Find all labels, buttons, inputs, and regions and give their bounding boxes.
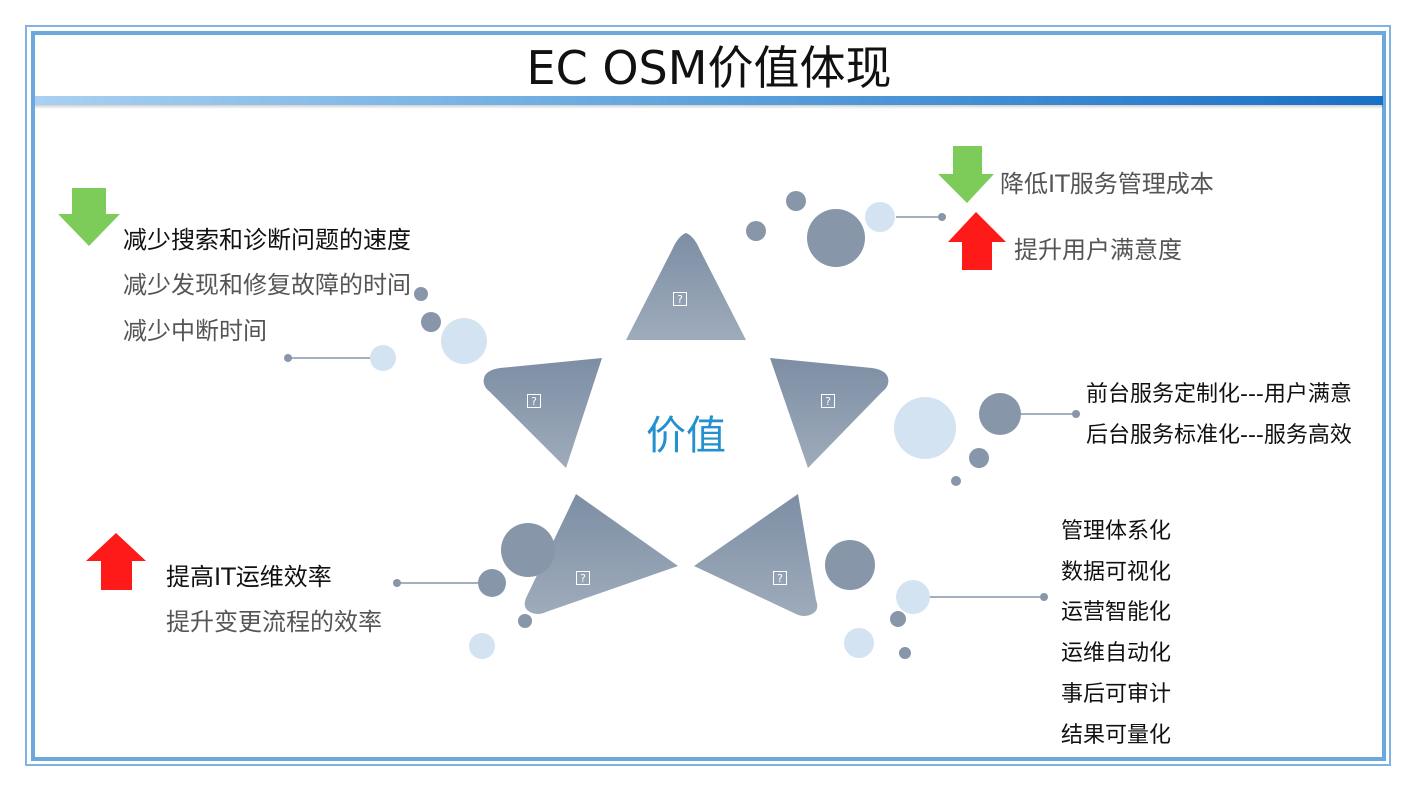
bubble (518, 614, 532, 628)
center-value-label: 价值 (646, 413, 726, 459)
star-piece-bottom-right-icon: ? (773, 571, 787, 585)
inner-frame (31, 31, 1386, 761)
bubble (894, 397, 956, 459)
bubble (899, 647, 911, 659)
star-piece-left (483, 358, 602, 468)
star-piece-top (626, 233, 746, 340)
bubble (746, 221, 766, 241)
bubble (370, 345, 396, 371)
connector-dot-bottom-left (393, 579, 401, 587)
title-underline-bar (35, 96, 1383, 105)
bubble (421, 312, 441, 332)
star-piece-bottom-left (524, 494, 678, 614)
connector-dot-top-left (284, 354, 292, 362)
bubble (844, 628, 874, 658)
star-piece-bottom-left-icon: ? (576, 571, 590, 585)
down-arrow-icon (58, 188, 120, 246)
bubble (441, 318, 487, 364)
bubble (951, 476, 961, 486)
star-piece-bottom-right (694, 494, 818, 616)
bottom-right-item: 结果可量化 (1061, 723, 1172, 748)
bubble (896, 580, 930, 614)
bottom-right-item: 事后可审计 (1061, 682, 1172, 707)
connector-dot-top-right (938, 213, 946, 221)
star-piece-right (770, 358, 889, 468)
star-piece-top-icon: ? (673, 292, 687, 306)
top-left-line-1: 减少搜索和诊断问题的速度 (123, 226, 411, 254)
bubble (786, 191, 806, 211)
page-title: EC OSM价值体现 (526, 41, 892, 95)
connector-dot-right (1072, 410, 1080, 418)
top-left-line-3: 减少中断时间 (123, 317, 267, 345)
bubble (825, 540, 875, 590)
bottom-right-item: 数据可视化 (1061, 560, 1172, 585)
top-left-line-2: 减少发现和修复故障的时间 (123, 271, 411, 299)
bubble (890, 611, 906, 627)
star-piece-left-icon: ? (527, 394, 541, 408)
down-arrow-icon (938, 146, 994, 203)
bottom-right-item: 管理体系化 (1061, 519, 1172, 544)
bubble (979, 393, 1021, 435)
bottom-left-line-2: 提升变更流程的效率 (166, 608, 382, 636)
right-line-1: 前台服务定制化---用户满意 (1086, 382, 1352, 407)
bubble (469, 633, 495, 659)
up-arrow-icon (86, 533, 146, 590)
right-line-2: 后台服务标准化---服务高效 (1086, 423, 1352, 448)
bubble (501, 523, 555, 577)
title-underline-shadow (35, 105, 1383, 109)
bubble (969, 448, 989, 468)
top-right-line-2: 提升用户满意度 (1014, 236, 1182, 264)
outer-frame (25, 25, 1391, 766)
bubble (478, 569, 506, 597)
bubble (807, 209, 865, 267)
star-piece-right-icon: ? (821, 394, 835, 408)
bubble (414, 287, 428, 301)
up-arrow-icon (948, 212, 1006, 270)
top-right-line-1: 降低IT服务管理成本 (1000, 170, 1214, 198)
bottom-right-item: 运营智能化 (1061, 600, 1172, 625)
bubble (865, 202, 895, 232)
connector-dot-bottom-right (1040, 593, 1048, 601)
bottom-right-item: 运维自动化 (1061, 641, 1172, 666)
bottom-left-line-1: 提高IT运维效率 (166, 563, 332, 591)
